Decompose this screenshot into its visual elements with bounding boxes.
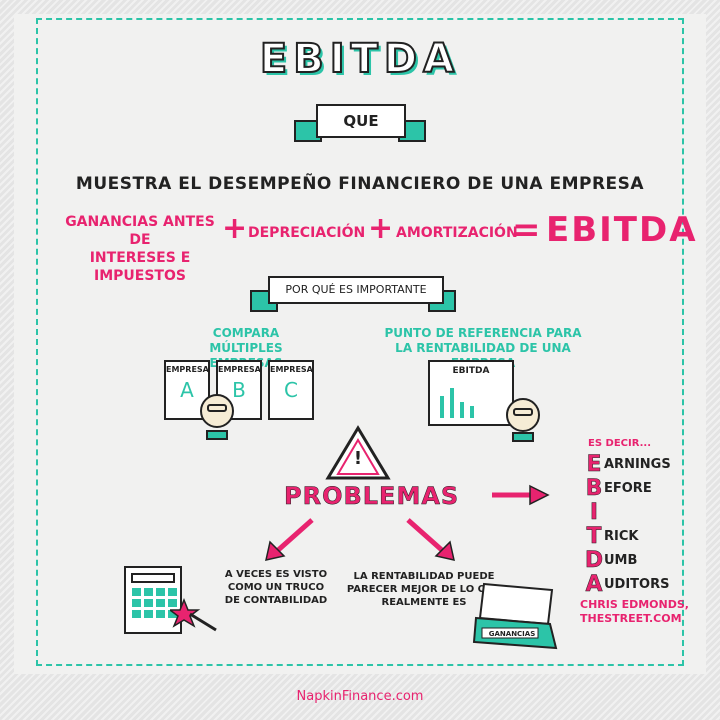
acronym-word: ARNINGS bbox=[604, 456, 671, 472]
bar-icon bbox=[470, 406, 474, 418]
footer-site-link[interactable]: NapkinFinance.com bbox=[296, 689, 424, 704]
calculator-keys bbox=[132, 588, 180, 618]
acronym-word: RICK bbox=[604, 528, 639, 544]
why-ribbon: POR QUÉ ES IMPORTANTE bbox=[268, 276, 444, 304]
company-card-letter: A bbox=[180, 378, 194, 402]
acronym-row: I bbox=[584, 499, 671, 525]
down-right-arrow-icon bbox=[406, 518, 455, 561]
acronym-word: UDITORS bbox=[604, 576, 670, 592]
problem2-line2: PARECER MEJOR DE LO QUE bbox=[346, 584, 502, 595]
benchmark-label: PUNTO DE REFERENCIA PARA LA RENTABILIDAD… bbox=[378, 326, 588, 371]
acronym-letter: B bbox=[585, 475, 603, 501]
equals-sign: = bbox=[512, 210, 543, 250]
company-card-name: EMPRESA bbox=[218, 365, 261, 374]
acronym-letter: E bbox=[586, 451, 602, 477]
acronym-letter: D bbox=[584, 547, 604, 573]
que-ribbon: QUE bbox=[316, 104, 406, 138]
company-card-letter: C bbox=[284, 378, 298, 402]
formula-term-earnings-line2: INTERESES E IMPUESTOS bbox=[89, 250, 191, 284]
que-label: QUE bbox=[343, 112, 379, 130]
glasses-icon bbox=[207, 404, 227, 412]
analyst-face-icon bbox=[200, 394, 234, 428]
acronym-letter: T bbox=[586, 523, 602, 549]
acronym-word: UMB bbox=[604, 552, 638, 568]
es-decir-label: ES DECIR... bbox=[588, 438, 651, 449]
warning-symbol: ! bbox=[353, 448, 363, 469]
problem1-line1: A VECES ES VISTO bbox=[224, 569, 328, 580]
problems-heading: PROBLEMAS bbox=[284, 482, 460, 511]
problem2-line3: REALMENTE ES bbox=[381, 597, 467, 608]
formula-term-earnings: GANANCIAS ANTES DE INTERESES E IMPUESTOS bbox=[60, 213, 220, 285]
formula-result: EBITDA bbox=[546, 210, 698, 250]
problem1-line3: DE CONTABILIDAD bbox=[224, 595, 328, 606]
problem2-caption: LA RENTABILIDAD PUEDE PARECER MEJOR DE L… bbox=[336, 570, 512, 609]
warning-triangle-icon bbox=[325, 425, 391, 480]
case-label: GANANCIAS bbox=[488, 630, 536, 638]
problem2-line1: LA RENTABILIDAD PUEDE bbox=[353, 571, 495, 582]
company-card-name: EMPRESA bbox=[270, 365, 313, 374]
acronym-letter: I bbox=[589, 499, 599, 525]
bar-icon bbox=[440, 396, 444, 418]
plus-sign-2: + bbox=[368, 211, 394, 246]
briefcase-icon bbox=[472, 582, 558, 650]
right-arrow-icon bbox=[492, 484, 550, 506]
calculator-icon bbox=[124, 566, 182, 634]
glasses-icon bbox=[513, 408, 533, 416]
bar-icon bbox=[450, 388, 454, 418]
chart-board-icon: EBITDA bbox=[428, 360, 514, 426]
company-card-name: EMPRESA bbox=[166, 365, 209, 374]
why-label: POR QUÉ ES IMPORTANTE bbox=[285, 283, 427, 296]
attribution-line1: CHRIS EDMONDS, bbox=[580, 598, 689, 611]
down-left-arrow-icon bbox=[265, 518, 314, 561]
calculator-screen bbox=[131, 573, 175, 583]
problem1-caption: A VECES ES VISTO COMO UN TRUCO DE CONTAB… bbox=[218, 568, 334, 607]
acronym-letter: A bbox=[585, 571, 603, 597]
bowtie-icon bbox=[512, 432, 534, 442]
board-label: EBITDA bbox=[452, 366, 490, 376]
acronym-word: EFORE bbox=[604, 480, 652, 496]
company-card-letter: B bbox=[232, 378, 246, 402]
benchmark-line1: PUNTO DE REFERENCIA PARA bbox=[384, 326, 582, 340]
bar-icon bbox=[460, 402, 464, 418]
compare-line1: COMPARA bbox=[212, 326, 280, 340]
attribution-line2: THESTREET.COM bbox=[580, 612, 682, 625]
formula-term-amortization: AMORTIZACIÓN bbox=[396, 225, 518, 241]
attribution: CHRIS EDMONDS, THESTREET.COM bbox=[580, 598, 689, 626]
formula-term-earnings-line1: GANANCIAS ANTES DE bbox=[65, 214, 215, 248]
page-title: EBITDA bbox=[259, 35, 461, 83]
shirt-icon bbox=[206, 430, 228, 440]
magic-wand-icon bbox=[170, 597, 217, 632]
problem1-line2: COMO UN TRUCO bbox=[227, 582, 325, 593]
plus-sign-1: + bbox=[222, 211, 248, 246]
formula-term-depreciation: DEPRECIACIÓN bbox=[248, 225, 366, 241]
company-card-c: EMPRESA C bbox=[268, 360, 314, 420]
dashed-border bbox=[36, 18, 684, 666]
definition-text: MUESTRA EL DESEMPEÑO FINANCIERO DE UNA E… bbox=[75, 174, 645, 194]
